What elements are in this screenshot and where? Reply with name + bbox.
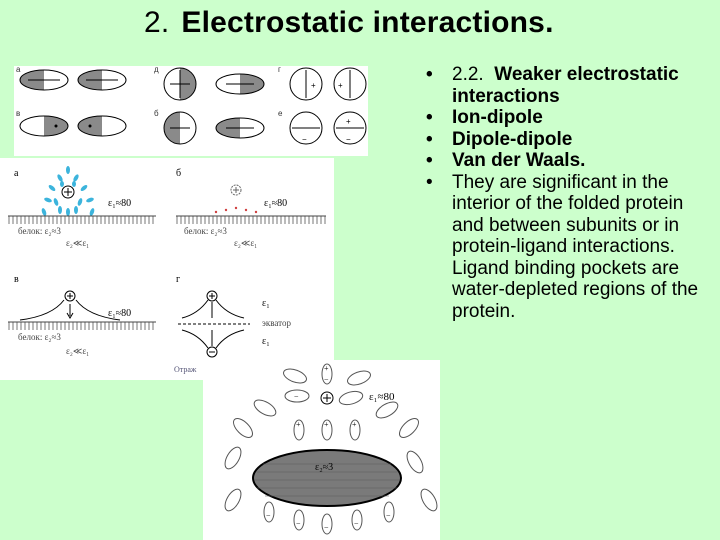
bullet-list: 2.2. Weaker electrostatic interactions I… [422, 64, 714, 322]
eps-relation: ε₂≪ε₁ [234, 238, 257, 248]
eps-water-label: ε₁≈80 [108, 308, 131, 319]
panel-letter-e: е [278, 109, 283, 118]
charge-dots [214, 206, 258, 214]
dipole-pair [163, 67, 265, 101]
panel-letter-v: в [16, 109, 20, 118]
protein-surface [8, 322, 156, 330]
bullet-text: Dipole-dipole [452, 128, 573, 150]
eps-relation: ε₂≪ε₁ [66, 346, 89, 356]
protein-label: белок: ε₂≈3 [18, 226, 61, 236]
plus-sign: + [338, 81, 343, 90]
panel-letter-g: г [278, 66, 281, 74]
bullet-dipole-dipole: Dipole-dipole [422, 129, 714, 151]
dipole-pair: + + [289, 67, 367, 101]
bullet-ion-dipole: Ion-dipole [422, 107, 714, 129]
panel-letter-a: а [14, 168, 19, 179]
bullet-van-der-waals: Van der Waals. [422, 150, 714, 172]
panel-letter-a: a [16, 66, 21, 74]
panel-letter-b: б [154, 109, 159, 118]
bullet-significance: They are significant in the interior of … [422, 172, 714, 323]
ion-plus-icon [230, 184, 242, 196]
panel-letter-g: г [176, 274, 180, 285]
minus-sign: − [302, 135, 307, 144]
eps-water-label: ε₁≈80 [264, 198, 287, 209]
bullet-text: Van der Waals. [452, 150, 586, 171]
dipole-orientation-diagram: a в д б г е [16, 66, 367, 145]
bullet-lead: 2.2. [452, 64, 484, 85]
ion-minus-icon [206, 346, 218, 358]
panel-letter-b: б [176, 168, 181, 179]
protein-dipole-diagram: + − − + + + − − − − − ε₁≈80 ε₂≈3 [224, 363, 438, 535]
eps1-label: ε₁ [262, 298, 270, 309]
bullet-text: Ion-dipole [452, 107, 543, 128]
protein-surface [8, 216, 156, 224]
plus-sign: + [352, 420, 357, 429]
protein-ellipse [252, 449, 402, 507]
water-dipole-cluster [41, 166, 95, 216]
plus-sign: + [324, 420, 329, 429]
eps-protein-label: ε₂≈3 [315, 462, 333, 473]
dipole-pair [19, 115, 127, 137]
ellipse-texture [255, 463, 399, 497]
protein-label: белок: ε₂≈3 [184, 226, 227, 236]
minus-sign: − [386, 511, 391, 520]
plus-sign: + [296, 420, 301, 429]
eps-water-label: ε₁≈80 [369, 391, 395, 403]
plus-sign: + [311, 81, 316, 90]
eps-water-label: ε₁≈80 [108, 198, 131, 209]
dipole-pair [163, 111, 265, 145]
ion-plus-icon [64, 290, 76, 302]
panel-letter-d: д [154, 66, 159, 74]
protein-dipole-figure: + − − + + + − − − − − ε₁≈80 ε₂≈3 [203, 360, 440, 540]
minus-sign: − [324, 375, 329, 384]
minus-sign: − [324, 523, 329, 532]
ion-surface-diagram: а ε₁≈80 белок: ε₂≈3 ε₂≪ε₁ б ε₁≈80 белок: [8, 166, 326, 374]
title-text: Electrostatic interactions. [181, 6, 554, 39]
dipole-pair: − + − [289, 111, 367, 145]
slide-title: 2. Electrostatic interactions. [144, 6, 554, 40]
bullet-weaker-interactions: 2.2. Weaker electrostatic interactions [422, 64, 714, 107]
plus-sign: + [346, 117, 351, 126]
protein-surface [176, 216, 326, 224]
plus-sign: + [324, 364, 329, 373]
minus-sign: − [346, 135, 351, 144]
dipole-orientation-figure: a в д б г е [14, 66, 368, 156]
minus-sign: − [294, 392, 299, 401]
protein-label: белок: ε₂≈3 [18, 332, 61, 342]
bullet-text: Weaker electrostatic interactions [452, 64, 679, 107]
dipole-signs: + − − + + + − − − − − [266, 364, 391, 532]
ion-plus-icon [206, 290, 218, 302]
dipole-pair [19, 69, 127, 91]
title-number: 2. [144, 6, 170, 39]
eps-relation: ε₂≪ε₁ [66, 238, 89, 248]
ion-surface-figure: а ε₁≈80 белок: ε₂≈3 ε₂≪ε₁ б ε₁≈80 белок: [0, 158, 334, 380]
dipole-ring [224, 363, 438, 535]
bullet-text: They are significant in the interior of … [452, 171, 699, 322]
caption-fragment: Отраж [174, 365, 197, 374]
eps1-label: ε₁ [262, 336, 270, 347]
ion-plus-icon [61, 185, 75, 199]
panel-letter-v: в [14, 274, 19, 285]
minus-sign: − [296, 519, 301, 528]
equator-label: экватор [262, 318, 291, 328]
minus-sign: − [354, 519, 359, 528]
minus-sign: − [266, 511, 271, 520]
